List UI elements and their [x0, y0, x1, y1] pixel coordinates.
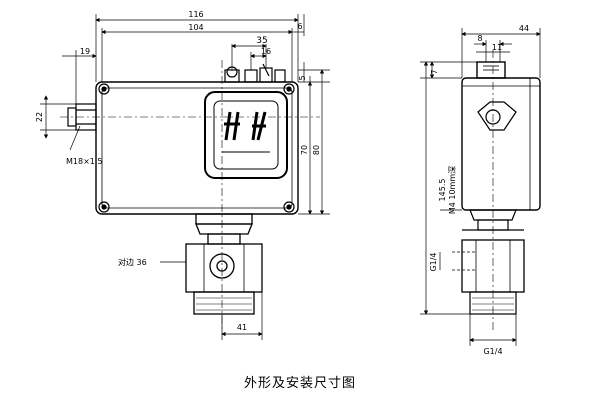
scale-indicators	[224, 111, 267, 141]
dim-right-offset: 6	[297, 22, 302, 31]
dim-conduit-height: 22	[35, 112, 44, 122]
dim-adjuster-width: 16	[261, 47, 271, 56]
dim-adjuster-pos: 35	[256, 36, 267, 46]
figure-caption: 外形及安装尺寸图	[243, 376, 356, 391]
scale-window	[204, 91, 288, 179]
dim-mount-holes: M4 10mm深	[448, 166, 457, 214]
side-dimensions	[420, 28, 541, 346]
front-view	[60, 60, 320, 330]
side-hex-nut	[477, 101, 517, 131]
front-dim-labels: 116 104 6 35 16 19 22 5 70 80 对边 36 41 M…	[35, 10, 321, 332]
dim-total-height: 145.5	[438, 179, 447, 202]
dim-side-width: 44	[519, 24, 529, 33]
dim-housing-width: 104	[188, 23, 203, 32]
side-view	[452, 50, 541, 330]
dim-bottom-offset: 41	[237, 323, 247, 332]
front-dimensions	[40, 14, 330, 340]
hex-body	[185, 243, 263, 293]
corner-screws	[98, 83, 295, 213]
dim-top-height: 7	[430, 69, 439, 74]
front-housing-inner	[101, 87, 293, 209]
dim-overall-width: 116	[188, 10, 203, 19]
dim-bottom-thread: G1/4	[483, 347, 502, 356]
top-adjusters	[224, 63, 286, 83]
dim-wrench-size: 对边 36	[118, 257, 147, 267]
side-housing	[461, 77, 541, 211]
dim-thread: M18×1.5	[66, 157, 103, 166]
dim-top-offset: 5	[298, 75, 307, 80]
dim-height-inner: 70	[300, 145, 309, 155]
dim-slot-width: 8	[477, 34, 482, 43]
pressure-connector	[185, 213, 263, 315]
side-dim-labels: 44 8 11 7 145.5 M4 10mm深 G1/4 G1/4	[429, 24, 529, 356]
dim-conduit-offset: 19	[80, 47, 90, 56]
front-housing	[95, 81, 299, 215]
dim-slot-inner: 11	[492, 43, 502, 52]
dim-height-outer: 80	[312, 145, 321, 155]
dim-port-thread: G1/4	[429, 252, 438, 271]
